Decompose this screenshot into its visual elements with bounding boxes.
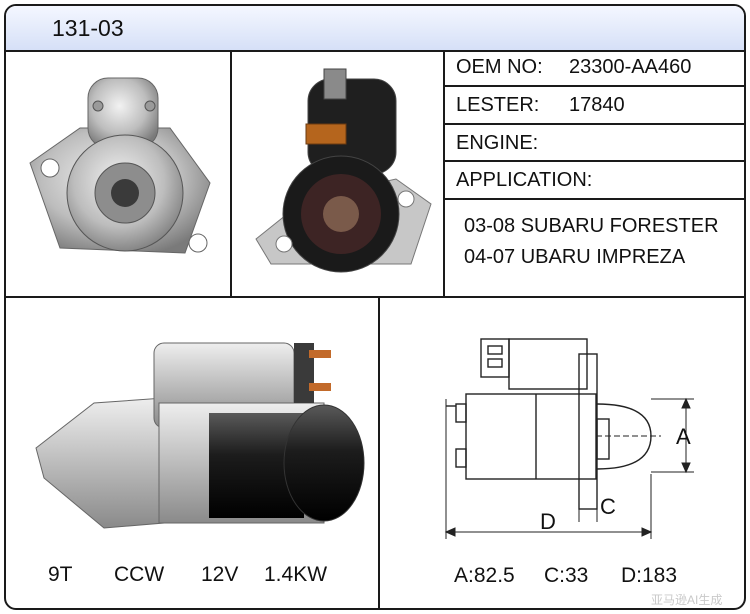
spec-power: 1.4KW	[264, 563, 328, 586]
dimension-a-value: A:82.5	[454, 564, 515, 587]
dimension-c-label: C	[600, 494, 616, 519]
oem-value: 23300-AA460	[569, 56, 692, 78]
dimension-d-label: D	[540, 509, 556, 534]
engine-label: ENGINE:	[456, 132, 539, 154]
dimension-c-value: C:33	[544, 564, 589, 587]
starter-rear-photo	[255, 68, 432, 273]
application-item: 04-07 UBARU IMPREZA	[464, 246, 686, 268]
product-sheet: 131-03 OEM NO: 23300-AA460 LESTER: 17840…	[4, 4, 746, 610]
divider	[443, 85, 744, 87]
dimension-d-value: D:183	[621, 564, 678, 587]
starter-side-photo	[35, 342, 365, 529]
spec-voltage: 12V	[201, 563, 239, 586]
lester-value: 17840	[569, 94, 625, 116]
part-code: 131-03	[52, 15, 124, 41]
divider	[443, 123, 744, 125]
divider	[443, 198, 744, 200]
divider	[443, 50, 445, 296]
divider	[378, 296, 380, 608]
spec-teeth: 9T	[48, 563, 73, 586]
dimension-a-label: A	[676, 424, 691, 449]
divider	[6, 296, 744, 298]
lester-label: LESTER:	[456, 94, 540, 116]
application-item: 03-08 SUBARU FORESTER	[464, 215, 719, 237]
divider	[230, 50, 232, 296]
header-bar: 131-03	[6, 6, 744, 52]
dimension-drawing: A C D	[444, 338, 694, 539]
divider	[443, 160, 744, 162]
watermark: 亚马逊AI生成	[651, 593, 723, 607]
spec-rotation: CCW	[114, 563, 165, 586]
oem-label: OEM NO:	[456, 56, 543, 78]
application-label: APPLICATION:	[456, 169, 593, 191]
starter-front-photo	[29, 77, 211, 254]
